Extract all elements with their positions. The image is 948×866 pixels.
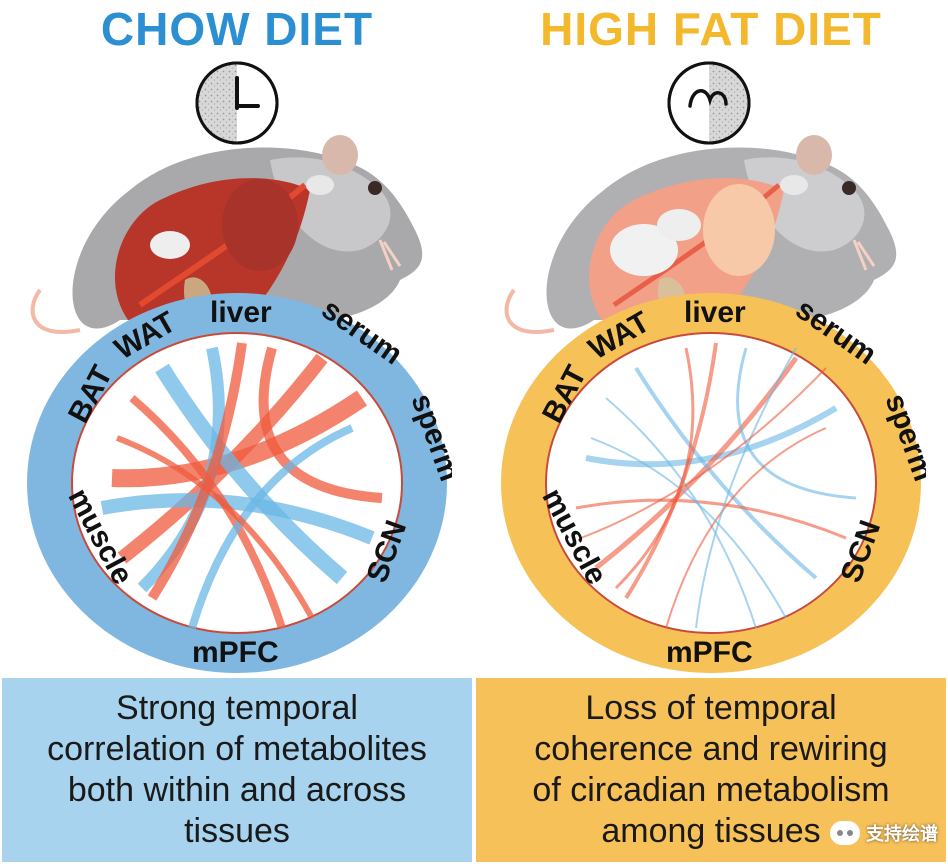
- tissue-label-liver: liver: [684, 296, 746, 329]
- hfd-title: HIGH FAT DIET: [540, 3, 882, 55]
- tissue-label-mpfc: mPFC: [666, 636, 753, 669]
- chow-diet-title: CHOW DIET: [100, 3, 374, 55]
- tissue-label-mpfc: mPFC: [192, 636, 279, 669]
- wechat-icon: [830, 821, 860, 845]
- chow-diet-panel: CHOW DIET: [2, 3, 472, 862]
- chow-circos-plot: BAT WAT liver serum sperm SCN mPFC muscl…: [27, 293, 452, 673]
- watermark-text: 支持绘谱: [866, 824, 938, 844]
- high-fat-diet-panel: HIGH FAT DIET: [474, 0, 948, 866]
- hfd-caption-box: Loss of temporal coherence and rewiring …: [476, 678, 946, 862]
- disrupted-clock-icon: [667, 61, 751, 145]
- chow-caption: Strong temporal correlation of metabolit…: [47, 689, 427, 850]
- watermark: 支持绘谱: [830, 820, 938, 846]
- hfd-caption: Loss of temporal coherence and rewiring …: [532, 689, 890, 850]
- tissue-label-liver: liver: [210, 296, 272, 329]
- hfd-circos-plot: BAT WAT liver serum sperm SCN mPFC muscl…: [501, 293, 926, 673]
- clock-icon: [195, 61, 279, 145]
- mouse-illustration-hfd: [504, 135, 897, 334]
- chow-caption-box: Strong temporal correlation of metabolit…: [2, 678, 472, 862]
